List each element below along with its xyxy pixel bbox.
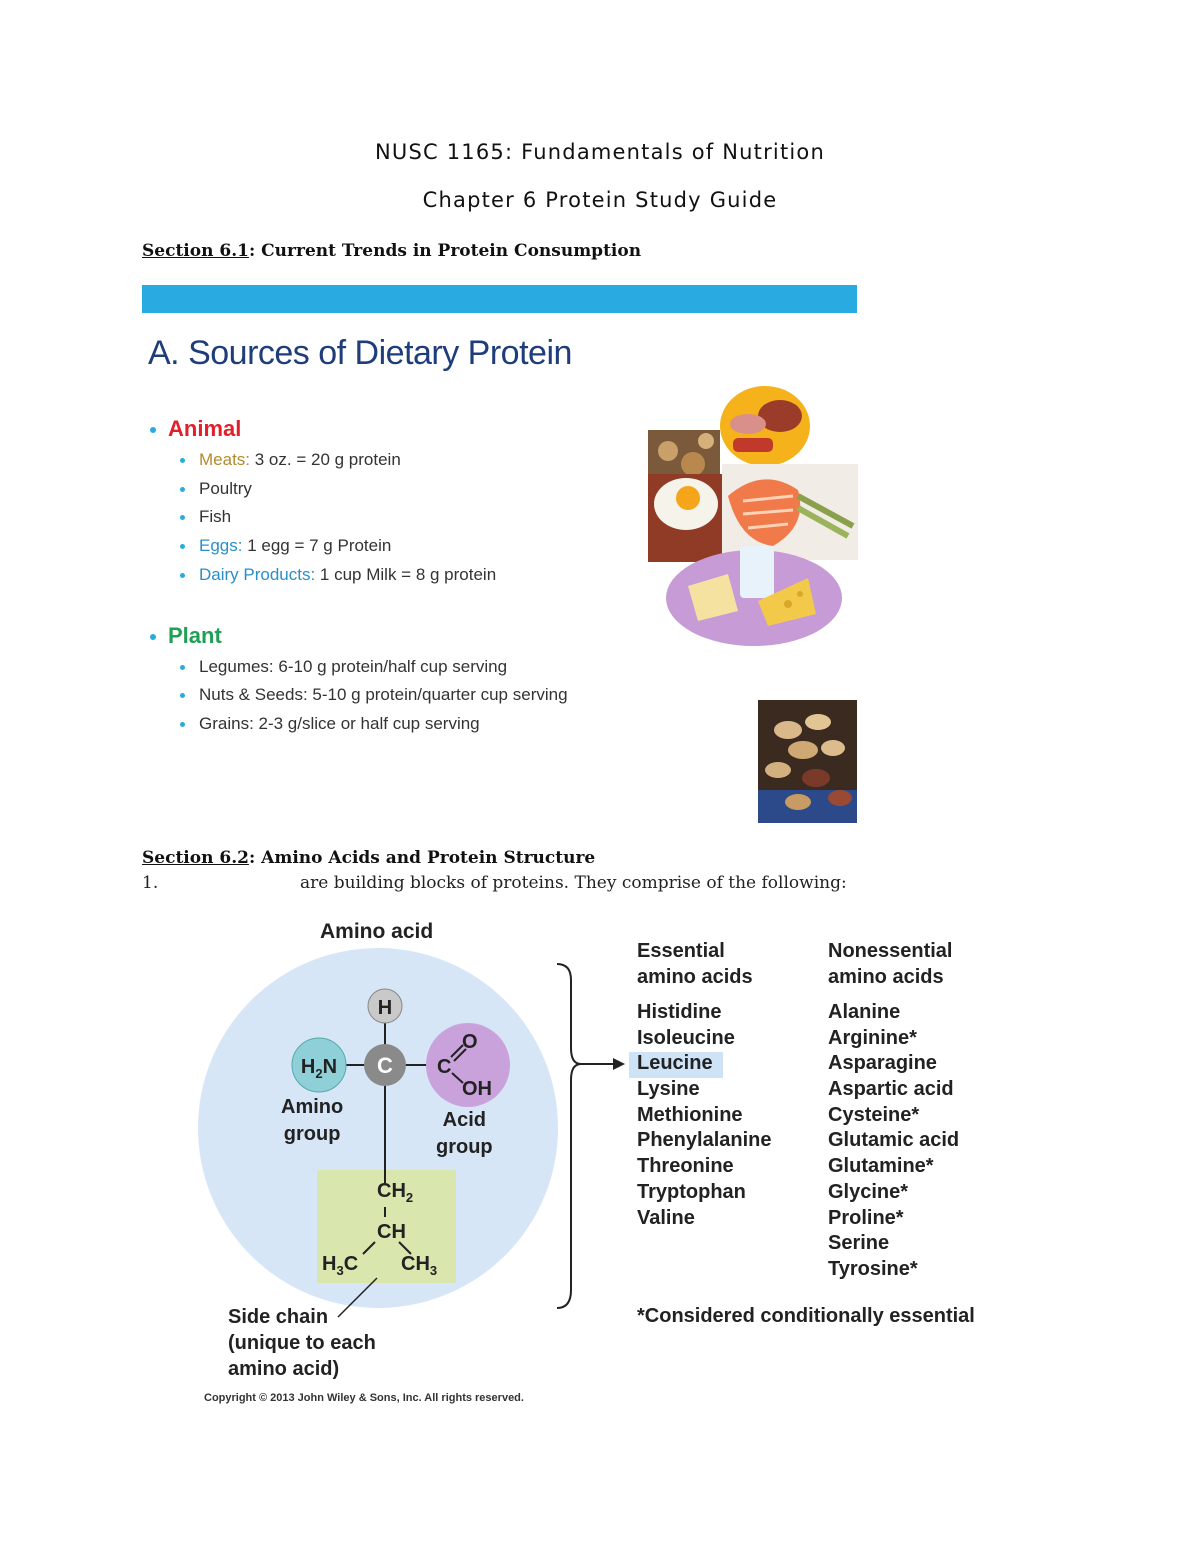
list-item: Meats: 3 oz. = 20 g protein bbox=[180, 450, 401, 470]
bullet-icon bbox=[180, 573, 185, 579]
bullet-icon bbox=[180, 722, 185, 728]
list-item: Glutamine* bbox=[828, 1155, 934, 1178]
svg-text:OH: OH bbox=[462, 1078, 492, 1100]
list-item: Leucine bbox=[637, 1052, 713, 1075]
bullet-icon bbox=[180, 665, 185, 671]
section-6-1-label: Section 6.1 bbox=[142, 241, 249, 261]
bullet-icon bbox=[150, 634, 156, 641]
plant-label: Plant bbox=[168, 623, 222, 648]
list-item: Serine bbox=[828, 1232, 890, 1255]
figure-title: Amino acid bbox=[320, 920, 434, 943]
question-number: 1. bbox=[142, 873, 159, 893]
amino-group-label: Amino group bbox=[281, 1096, 344, 1145]
brace-icon bbox=[556, 963, 582, 1309]
footnote: *Considered conditionally essential bbox=[637, 1305, 975, 1327]
list-item: Nuts & Seeds: 5-10 g protein/quarter cup… bbox=[180, 685, 568, 705]
guide-title: Chapter 6 Protein Study Guide bbox=[422, 188, 778, 212]
brace-arrow bbox=[556, 963, 625, 1309]
list-item: Lysine bbox=[637, 1078, 700, 1101]
bullet-icon bbox=[180, 515, 185, 521]
list-item: Histidine bbox=[637, 1001, 722, 1023]
nuts-image bbox=[758, 700, 857, 823]
section-6-1-title: : Current Trends in Protein Consumption bbox=[248, 241, 642, 261]
bullet-icon bbox=[150, 427, 156, 434]
acid-group-icon bbox=[426, 1023, 510, 1107]
list-item: Phenylalanine bbox=[637, 1129, 772, 1152]
list-item: Isoleucine bbox=[637, 1026, 735, 1049]
list-item: Valine bbox=[637, 1206, 695, 1229]
section-6-2-title: : Amino Acids and Protein Structure bbox=[248, 848, 596, 868]
list-item: Grains: 2-3 g/slice or half cup serving bbox=[180, 714, 480, 734]
essential-list: Histidine Isoleucine Leucine Lysine Meth… bbox=[637, 1000, 772, 1231]
nonessential-heading: Nonessential amino acids bbox=[828, 940, 953, 988]
list-item: Arginine* bbox=[828, 1026, 917, 1049]
list-item: Tryptophan bbox=[637, 1180, 746, 1203]
list-item: Threonine bbox=[637, 1155, 734, 1178]
list-item: Alanine bbox=[828, 1001, 901, 1023]
acid-group-label: Acid group bbox=[436, 1109, 493, 1158]
list-item: Glycine* bbox=[828, 1180, 909, 1203]
list-item: Legumes: 6-10 g protein/half cup serving bbox=[180, 657, 507, 677]
animal-category: Animal bbox=[150, 416, 241, 442]
hydrogen-icon bbox=[367, 988, 403, 1024]
list-item: Methionine bbox=[637, 1103, 743, 1126]
list-item: Cysteine* bbox=[828, 1103, 920, 1126]
bullet-icon bbox=[180, 693, 185, 699]
svg-text:H2N: H2N bbox=[301, 1056, 337, 1081]
svg-text:O: O bbox=[462, 1031, 478, 1053]
side-chain-label: Side chain (unique to each amino acid) bbox=[228, 1306, 376, 1380]
essential-heading: Essential amino acids bbox=[637, 940, 753, 988]
list-item: Aspartic acid bbox=[828, 1078, 954, 1101]
svg-text:H: H bbox=[378, 997, 392, 1019]
bullet-icon bbox=[180, 487, 185, 493]
copyright-note: Copyright © 2013 John Wiley & Sons, Inc.… bbox=[204, 1392, 524, 1404]
question-text: are building blocks of proteins. They co… bbox=[300, 873, 847, 893]
section-6-1-heading: Section 6.1: Current Trends in Protein C… bbox=[142, 241, 641, 261]
bullet-icon bbox=[180, 544, 185, 550]
bullet-icon bbox=[180, 458, 185, 464]
slide-header-bar bbox=[142, 285, 857, 313]
list-item: Dairy Products: 1 cup Milk = 8 g protein bbox=[180, 565, 496, 585]
plant-category: Plant bbox=[150, 623, 222, 649]
svg-text:C: C bbox=[377, 1053, 393, 1078]
leucine-highlight bbox=[629, 1052, 723, 1078]
list-item: Poultry bbox=[180, 479, 252, 499]
amino-group-icon bbox=[291, 1037, 347, 1093]
side-chain-box bbox=[317, 1170, 456, 1283]
animal-foods-image bbox=[648, 386, 858, 646]
section-6-2-label: Section 6.2 bbox=[142, 848, 249, 868]
svg-text:CH: CH bbox=[377, 1221, 406, 1243]
amino-acid-diagram: H C H2N C O OH CH2 CH H3C CH3 bbox=[198, 948, 558, 1318]
list-item: Eggs: 1 egg = 7 g Protein bbox=[180, 536, 391, 556]
animal-label: Animal bbox=[168, 416, 242, 441]
course-title: NUSC 1165: Fundamentals of Nutrition bbox=[375, 140, 825, 164]
nonessential-list: Alanine Arginine* Asparagine Aspartic ac… bbox=[828, 1000, 959, 1283]
slide-title: A. Sources of Dietary Protein bbox=[148, 334, 572, 372]
section-6-2-heading: Section 6.2: Amino Acids and Protein Str… bbox=[142, 848, 595, 868]
list-item: Glutamic acid bbox=[828, 1129, 960, 1152]
list-item: Proline* bbox=[828, 1206, 904, 1229]
list-item: Asparagine bbox=[828, 1052, 937, 1075]
list-item: Fish bbox=[180, 507, 231, 527]
svg-text:C: C bbox=[437, 1056, 451, 1078]
list-item: Tyrosine* bbox=[828, 1257, 918, 1280]
carbon-icon bbox=[364, 1044, 406, 1086]
